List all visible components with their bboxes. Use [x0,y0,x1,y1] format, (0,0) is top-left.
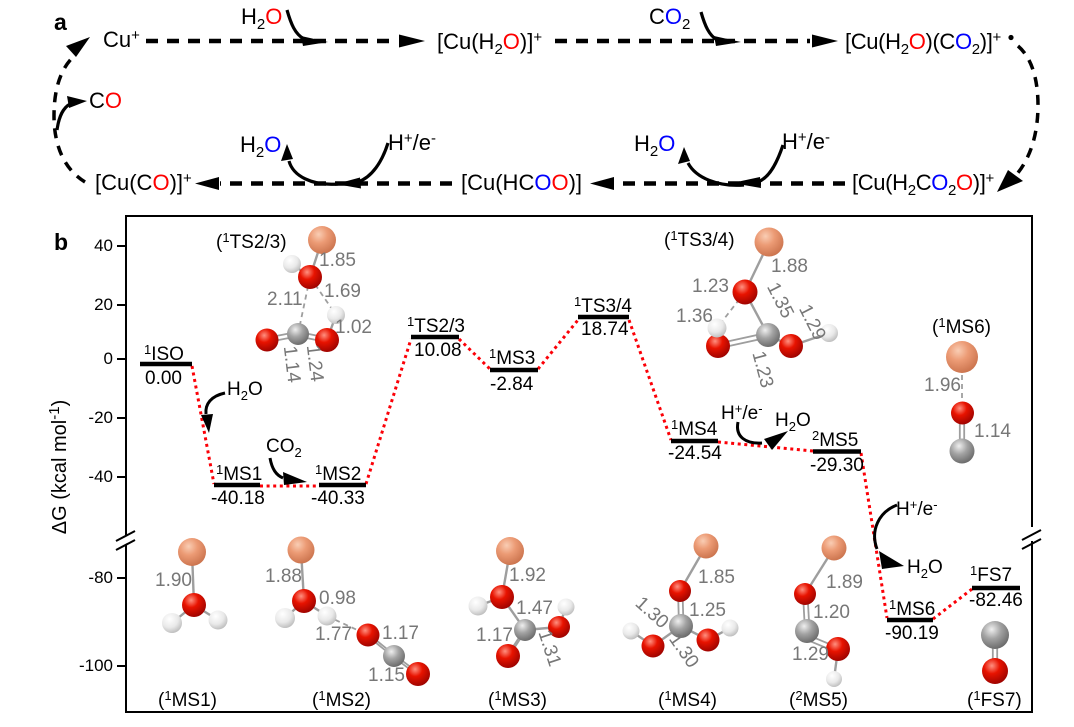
svg-text:b: b [54,229,68,255]
svg-text:H+/e-: H+/e- [896,497,938,520]
svg-text:1MS1: 1MS1 [216,462,262,485]
svg-text:10.08: 10.08 [414,340,462,361]
svg-text:(1FS7): (1FS7) [967,688,1022,711]
svg-text:1FS7: 1FS7 [970,563,1012,586]
svg-text:H2O: H2O [634,131,675,160]
svg-text:1.24: 1.24 [302,344,327,384]
svg-text:-29.30: -29.30 [810,455,864,476]
svg-text:20: 20 [94,295,113,314]
svg-text:1.47: 1.47 [516,598,553,619]
svg-text:-40.18: -40.18 [211,488,265,509]
svg-text:-90.19: -90.19 [885,623,939,644]
svg-text:1ISO: 1ISO [144,342,184,365]
svg-text:1.90: 1.90 [155,570,192,591]
svg-text:1.88: 1.88 [265,566,302,587]
svg-text:1MS2: 1MS2 [315,462,361,485]
svg-text:-2.84: -2.84 [490,374,534,395]
svg-text:40: 40 [94,236,113,255]
svg-text:[Cu(CO)]+: [Cu(CO)]+ [95,170,192,195]
svg-text:2MS5: 2MS5 [812,428,858,451]
svg-text:H2O: H2O [227,379,263,403]
svg-text:a: a [54,9,67,35]
svg-text:1.77: 1.77 [315,624,352,645]
svg-text:18.74: 18.74 [581,319,629,340]
svg-text:[Cu(HCOO)]: [Cu(HCOO)] [461,170,582,195]
svg-text:CO: CO [89,88,122,113]
svg-text:1.15: 1.15 [368,665,405,686]
svg-text:(2MS5): (2MS5) [789,688,848,711]
svg-text:1.17: 1.17 [476,625,513,646]
svg-text:2.11: 2.11 [267,289,303,310]
svg-text:1.14: 1.14 [974,421,1011,442]
svg-text:-100: -100 [79,656,113,675]
svg-text:1.17: 1.17 [382,623,419,644]
svg-text:1.85: 1.85 [698,567,735,588]
svg-text:1.29: 1.29 [792,644,829,665]
svg-text:(1TS2/3): (1TS2/3) [216,230,287,253]
svg-text:(1TS3/4): (1TS3/4) [664,228,735,251]
svg-text:1.14: 1.14 [279,345,304,385]
svg-text:(1MS4): (1MS4) [658,688,717,711]
svg-text:-40.33: -40.33 [311,488,365,509]
svg-text:1.20: 1.20 [813,602,850,623]
svg-text:1.36: 1.36 [676,306,713,327]
svg-text:1.88: 1.88 [771,256,808,277]
svg-text:0.98: 0.98 [319,588,356,609]
svg-text:1MS6: 1MS6 [889,597,935,620]
svg-text:1.02: 1.02 [335,317,372,338]
svg-text:1MS3: 1MS3 [489,346,535,369]
svg-text:1.96: 1.96 [924,375,961,396]
svg-text:-80: -80 [88,568,113,587]
svg-text:1.85: 1.85 [319,250,356,271]
svg-text:1.92: 1.92 [509,565,546,586]
svg-text:1.23: 1.23 [692,276,729,297]
svg-text:-24.54: -24.54 [668,443,722,464]
svg-text:H+/e-: H+/e- [782,129,830,154]
svg-text:1.69: 1.69 [324,281,361,302]
svg-text:0: 0 [104,349,113,368]
svg-text:(1MS3): (1MS3) [488,688,547,711]
svg-text:1.25: 1.25 [689,600,726,621]
svg-text:(1MS2): (1MS2) [312,688,371,711]
svg-text:(1MS6): (1MS6) [932,315,991,338]
svg-text:-20: -20 [88,408,113,427]
svg-text:1.89: 1.89 [826,572,863,593]
svg-text:H2O: H2O [775,410,811,434]
svg-text:H+/e-: H+/e- [388,130,436,155]
svg-text:[Cu(H2CO2O)]+: [Cu(H2CO2O)]+ [852,170,995,199]
svg-text:0.00: 0.00 [145,368,182,389]
svg-text:ΔG (kcal mol-1): ΔG (kcal mol-1) [46,400,71,535]
svg-text:-82.46: -82.46 [969,590,1023,611]
svg-text:1TS3/4: 1TS3/4 [574,294,632,317]
svg-text:[Cu(H2O)]+: [Cu(H2O)]+ [437,29,542,58]
svg-text:H+/e-: H+/e- [721,401,763,424]
svg-text:(1MS1): (1MS1) [158,688,217,711]
svg-text:1TS2/3: 1TS2/3 [407,314,465,337]
svg-text:1MS4: 1MS4 [671,417,718,440]
svg-text:-40: -40 [88,467,113,486]
